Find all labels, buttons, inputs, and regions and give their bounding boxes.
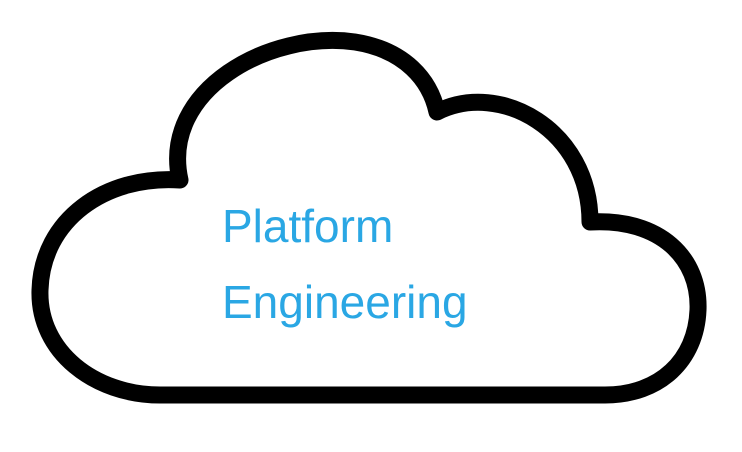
cloud-label: Platform Engineering [222, 188, 468, 340]
label-line-engineering: Engineering [222, 276, 468, 328]
cloud-outline [31, 32, 707, 404]
label-line-platform: Platform [222, 200, 394, 252]
